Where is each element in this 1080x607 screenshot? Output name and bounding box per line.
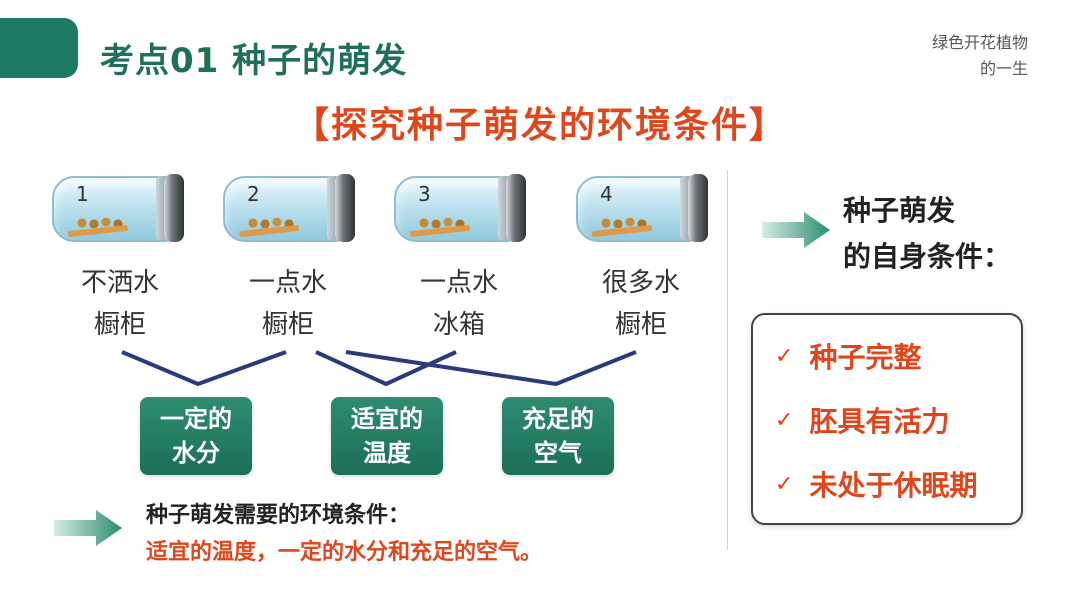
check-icon: ✓ (775, 472, 793, 497)
condition-line2: 水分 (140, 436, 252, 470)
condition-line1: 一定的 (140, 402, 252, 436)
check-icon: ✓ (775, 408, 793, 433)
connector-air (346, 352, 636, 384)
condition-water: 一定的 水分 (140, 397, 252, 475)
condition-air: 充足的 空气 (502, 397, 614, 475)
condition-line2: 空气 (502, 436, 614, 470)
self-condition-text: 未处于休眠期 (809, 464, 977, 504)
arrow-right-icon (762, 210, 832, 250)
connector-water (122, 352, 286, 384)
self-condition-item: ✓ 胚具有活力 (775, 400, 949, 440)
vertical-divider (727, 170, 728, 550)
self-condition-text: 胚具有活力 (809, 400, 949, 440)
self-condition-item: ✓ 未处于休眠期 (775, 464, 977, 504)
summary-heading: 种子萌发需要的环境条件： (146, 497, 410, 529)
condition-temperature: 适宜的 温度 (331, 397, 443, 475)
check-icon: ✓ (775, 344, 793, 369)
self-condition-text: 种子完整 (809, 336, 921, 376)
self-title-line1: 种子萌发 (843, 188, 1011, 234)
summary-body: 适宜的温度，一定的水分和充足的空气。 (146, 534, 542, 566)
condition-line1: 适宜的 (331, 402, 443, 436)
self-conditions-title: 种子萌发 的自身条件： (843, 188, 1011, 280)
self-condition-item: ✓ 种子完整 (775, 336, 921, 376)
condition-line2: 温度 (331, 436, 443, 470)
condition-line1: 充足的 (502, 402, 614, 436)
arrow-right-icon (54, 508, 124, 548)
self-title-line2: 的自身条件： (843, 234, 1011, 280)
